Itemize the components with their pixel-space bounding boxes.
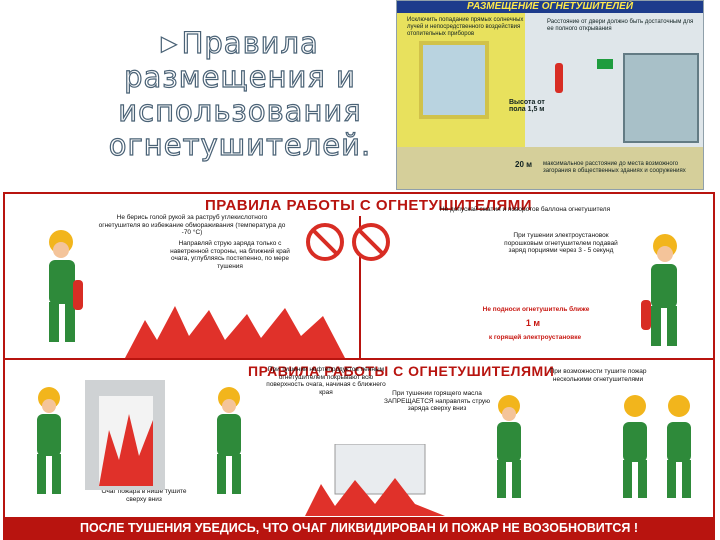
rule-note-6: При тушении нефтепродуктов пенным огнету… xyxy=(266,366,386,396)
exit-sign-icon xyxy=(597,59,613,69)
flames-illustration xyxy=(125,306,345,358)
rules-poster-heading-2: ПРАВИЛА РАБОТЫ С ОГНЕТУШИТЕЛЯМИ xyxy=(248,363,555,379)
height-label: Высота от пола 1,5 м xyxy=(509,99,545,113)
prohibition-signs xyxy=(306,223,390,261)
section-divider xyxy=(5,358,713,360)
truck-fire-illustration xyxy=(305,444,445,516)
slide-title: ▶Правила размещения и использования огне… xyxy=(100,25,380,162)
extinguisher-icon xyxy=(555,63,563,93)
placement-poster-heading: РАЗМЕЩЕНИЕ ОГНЕТУШИТЕЛЕЙ xyxy=(397,1,703,13)
door-illustration xyxy=(623,53,699,143)
niche-illustration xyxy=(85,380,165,490)
footer-banner: ПОСЛЕ ТУШЕНИЯ УБЕДИСЬ, ЧТО ОЧАГ ЛИКВИДИР… xyxy=(5,517,713,539)
placement-note-right: Расстояние от двери должно быть достаточ… xyxy=(547,19,694,32)
title-line-4: огнетушителей. xyxy=(108,127,372,162)
window-illustration xyxy=(419,41,489,119)
rule-note-5: Не подноси огнетушитель ближе xyxy=(482,306,590,313)
rule-note-1: Не берись голой рукой за раструб углекис… xyxy=(98,214,286,236)
distance-note: максимальное расстояние до места возможн… xyxy=(543,161,686,174)
rule-note-4: При тушении электроустановок порошковым … xyxy=(504,232,618,254)
title-line-1: Правила xyxy=(181,25,319,60)
firefighter-illustration xyxy=(497,395,521,498)
rules-poster: ПРАВИЛА РАБОТЫ С ОГНЕТУШИТЕЛЯМИ ПРАВИЛА … xyxy=(3,192,715,540)
rule-note-5b: к горящей электроустановке xyxy=(488,334,582,341)
placement-note-left: Исключить попадание прямых солнечных луч… xyxy=(407,17,524,37)
rule-note-5-distance: 1 м xyxy=(525,318,541,328)
title-line-2: размещения и xyxy=(123,59,356,94)
rule-note-9: Очаг пожара в нише тушите сверху вниз xyxy=(101,488,187,503)
section-divider xyxy=(359,216,361,358)
firefighter-illustration xyxy=(641,234,677,346)
firefighter-illustration xyxy=(217,387,241,494)
bullet-icon: ▶ xyxy=(161,30,178,55)
firefighters-group-illustration xyxy=(623,395,691,498)
firefighter-illustration xyxy=(37,387,61,494)
rule-note-2: Направляй струю заряда только с наветрен… xyxy=(170,240,290,270)
rules-poster-heading: ПРАВИЛА РАБОТЫ С ОГНЕТУШИТЕЛЯМИ xyxy=(205,197,533,214)
title-line-3: использования xyxy=(118,93,362,128)
rule-note-8: При возможности тушите пожар несколькими… xyxy=(549,368,647,383)
rule-note-3: Не допускай сжатия и поворотов баллона о… xyxy=(439,206,611,213)
rule-note-7: При тушении горящего масла ЗАПРЕЩАЕТСЯ н… xyxy=(383,390,491,412)
firefighter-illustration xyxy=(49,230,83,342)
placement-poster: РАЗМЕЩЕНИЕ ОГНЕТУШИТЕЛЕЙ Исключить попад… xyxy=(396,0,704,190)
floor-illustration xyxy=(397,147,703,189)
distance-label: 20 м xyxy=(515,160,533,169)
